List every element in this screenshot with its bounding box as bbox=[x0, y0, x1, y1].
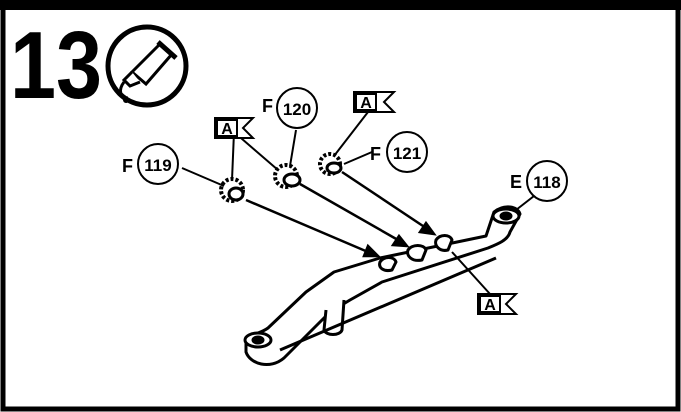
callout-e118: E 118 bbox=[510, 160, 568, 202]
gear-f120 bbox=[273, 163, 302, 189]
svg-text:F: F bbox=[262, 96, 273, 116]
svg-text:121: 121 bbox=[393, 144, 421, 163]
flag-a-bottom: A bbox=[477, 293, 519, 315]
svg-text:118: 118 bbox=[533, 173, 560, 192]
step-number: 13 bbox=[10, 12, 102, 119]
callout-f120: F 120 bbox=[262, 87, 318, 129]
callout-f119: F 119 bbox=[122, 143, 179, 185]
assembly-arrows bbox=[245, 170, 437, 258]
flag-a-left: A bbox=[214, 117, 256, 139]
gear-f121 bbox=[318, 152, 343, 176]
svg-text:A: A bbox=[484, 297, 496, 314]
callout-f121: F 121 bbox=[370, 131, 428, 173]
glue-tube-icon bbox=[105, 24, 189, 108]
svg-text:A: A bbox=[360, 95, 372, 112]
leader-lines bbox=[181, 111, 535, 295]
svg-text:F: F bbox=[122, 156, 133, 176]
svg-text:119: 119 bbox=[144, 156, 171, 175]
svg-text:E: E bbox=[510, 172, 522, 192]
svg-text:A: A bbox=[221, 121, 233, 138]
pipe-assembly bbox=[243, 205, 522, 367]
top-bar bbox=[0, 0, 681, 10]
flag-a-top: A bbox=[353, 91, 397, 113]
gear-f119 bbox=[219, 177, 245, 203]
svg-text:F: F bbox=[370, 144, 381, 164]
svg-text:120: 120 bbox=[283, 100, 311, 119]
